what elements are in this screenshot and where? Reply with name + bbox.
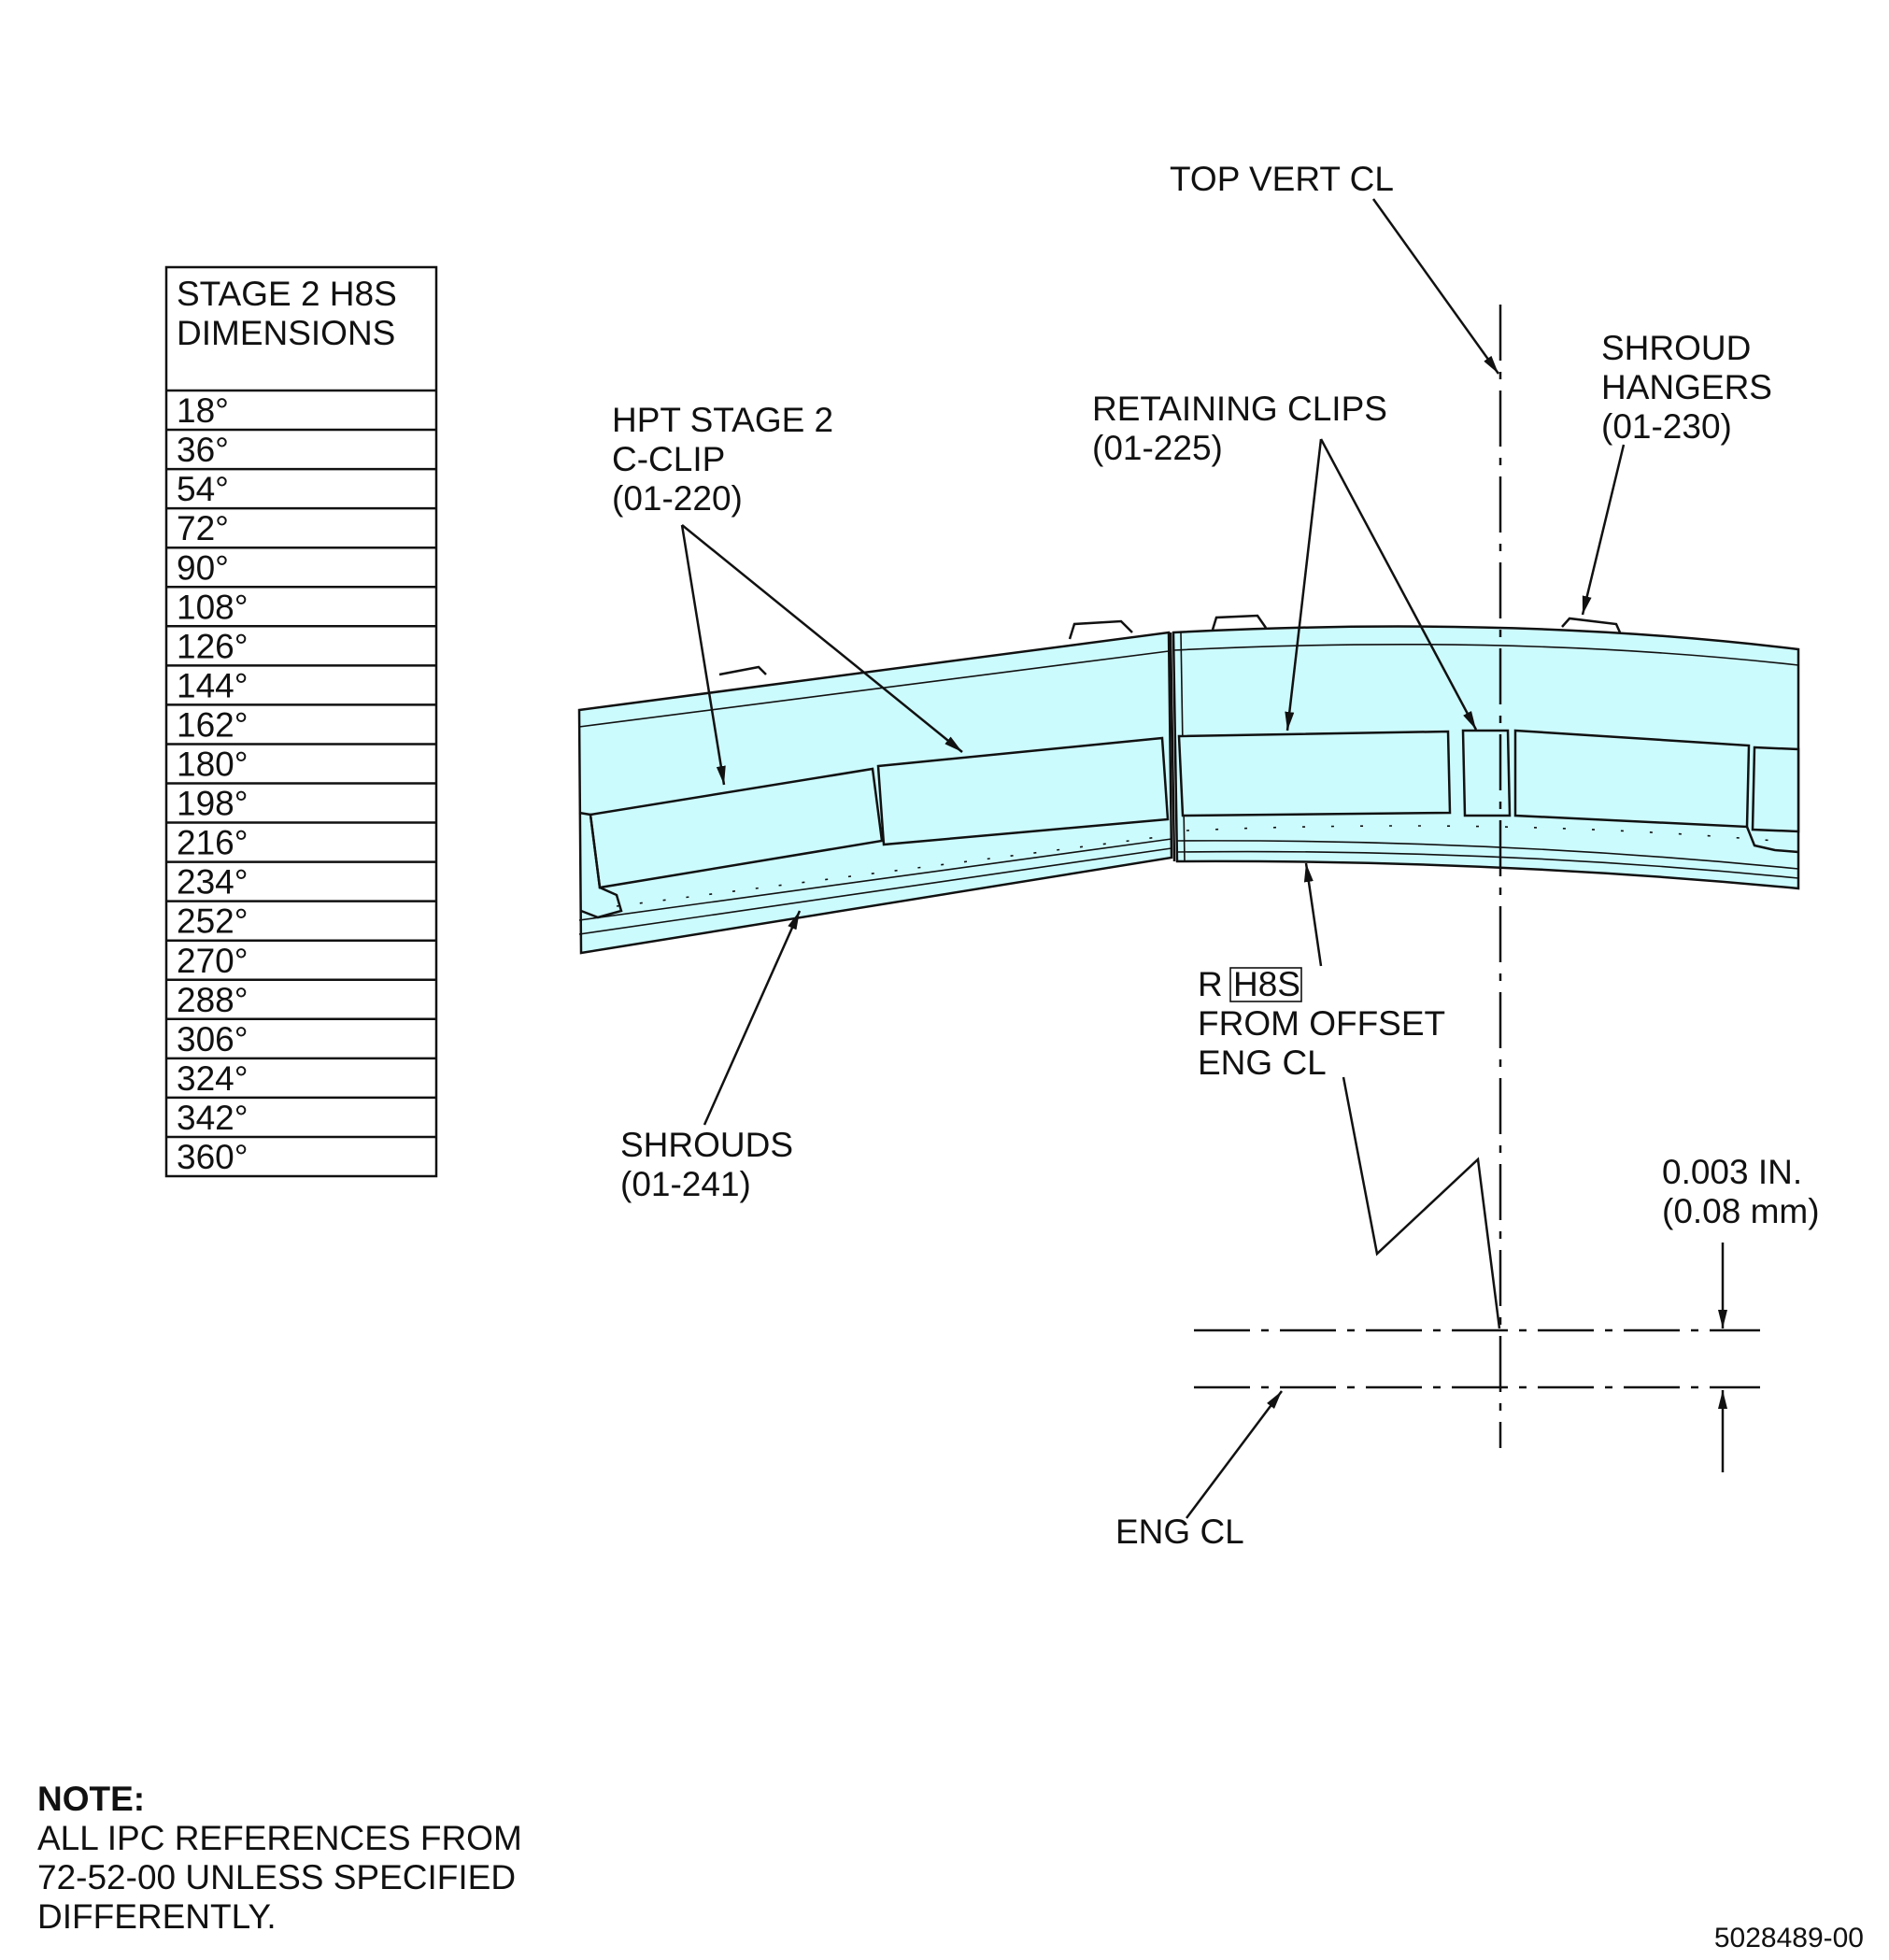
- label-eng-cl: ENG CL: [1115, 1513, 1244, 1551]
- dimensions-table: STAGE 2 H8S DIMENSIONS 18°36°54°72°90°10…: [164, 265, 438, 1178]
- label-radius-prefix: R: [1198, 965, 1223, 1003]
- radius-boxed-frame: [1229, 967, 1302, 1002]
- label-shroud-hangers-line3: (01-230): [1601, 407, 1732, 446]
- table-row: 270°: [177, 942, 249, 980]
- label-c-clip-line1: HPT STAGE 2: [612, 401, 833, 439]
- shroud-ring-assembly: [577, 614, 1800, 955]
- label-shrouds-line2: (01-241): [620, 1165, 751, 1203]
- inner-edge-line-4: [1176, 850, 1799, 879]
- note-title: NOTE:: [37, 1780, 145, 1818]
- hanger-bump-2: [1068, 619, 1133, 640]
- label-c-clip: HPT STAGE 2 C-CLIP (01-220): [612, 401, 833, 518]
- right-edge-detail: [1745, 826, 1799, 854]
- outer-edge-line-right: [1172, 643, 1799, 666]
- table-header-line1: STAGE 2 H8S: [177, 275, 397, 313]
- table-row: 198°: [177, 785, 249, 823]
- label-retaining-clips-line1: RETAINING CLIPS: [1092, 390, 1387, 428]
- label-c-clip-line3: (01-220): [612, 479, 743, 518]
- table-row: 162°: [177, 705, 249, 744]
- note-block: NOTE: ALL IPC REFERENCES FROM 72-52-00 U…: [37, 1780, 522, 1936]
- label-shroud-hangers: SHROUD HANGERS (01-230): [1601, 329, 1772, 446]
- table-row: 306°: [177, 1020, 249, 1058]
- leader-retaining-clip-2: [1319, 438, 1478, 731]
- table-row: 36°: [177, 431, 229, 469]
- label-top-vert-cl: TOP VERT CL: [1170, 160, 1394, 198]
- shroud-segment-4: [1461, 729, 1512, 817]
- inner-edge-line-3: [1176, 840, 1799, 870]
- table-row: 342°: [177, 1099, 249, 1137]
- label-offset-line1: 0.003 IN.: [1662, 1153, 1802, 1191]
- note-line3: DIFFERENTLY.: [37, 1897, 277, 1936]
- shroud-segment-6: [1751, 746, 1800, 833]
- segment-split-line: [1169, 632, 1176, 862]
- leader-top-vert-cl: [1371, 198, 1500, 375]
- table-row: 180°: [177, 746, 249, 784]
- table-row: 360°: [177, 1138, 249, 1176]
- label-radius-boxed: H8S: [1233, 965, 1300, 1003]
- label-offset: 0.003 IN. (0.08 mm): [1662, 1153, 1820, 1230]
- leader-retaining-clip-1: [1285, 438, 1323, 731]
- table-row: 144°: [177, 666, 249, 704]
- table-row: 18°: [177, 391, 229, 430]
- table-row: 288°: [177, 981, 249, 1019]
- hanger-bump-1: [718, 665, 767, 676]
- label-radius: R H8S FROM OFFSET ENG CL: [1198, 965, 1445, 1082]
- shroud-segment-5: [1513, 729, 1751, 829]
- table-row: 216°: [177, 824, 249, 862]
- shroud-segment-3: [1177, 730, 1452, 817]
- outer-edge-line: [578, 650, 1170, 728]
- label-radius-line2: FROM OFFSET: [1198, 1004, 1445, 1043]
- table-row: 324°: [177, 1059, 249, 1098]
- table-row: 234°: [177, 863, 249, 902]
- inner-edge-line-2: [578, 847, 1172, 935]
- table-row: 72°: [177, 509, 229, 547]
- table-row: 252°: [177, 902, 249, 941]
- table-row: 126°: [177, 627, 249, 665]
- label-shrouds: SHROUDS (01-241): [620, 1126, 793, 1203]
- label-shroud-hangers-line2: HANGERS: [1601, 368, 1772, 406]
- hanger-bump-4: [1561, 617, 1622, 633]
- label-offset-line2: (0.08 mm): [1662, 1192, 1820, 1230]
- radius-break-line: [1342, 1076, 1501, 1329]
- leader-c-clip-2: [681, 524, 963, 753]
- leader-c-clip-1: [680, 524, 726, 786]
- leader-eng-cl: [1186, 1390, 1283, 1519]
- table-header-line2: DIMENSIONS: [177, 314, 395, 352]
- shroud-segment-2: [876, 736, 1170, 846]
- note-line2: 72-52-00 UNLESS SPECIFIED: [37, 1858, 516, 1896]
- label-retaining-clips-line2: (01-225): [1092, 429, 1223, 467]
- hanger-bump-3: [1211, 614, 1268, 631]
- table-frame: [164, 265, 438, 1178]
- leader-shrouds: [703, 910, 802, 1126]
- leader-shroud-hangers: [1581, 444, 1626, 616]
- table-row: 54°: [177, 470, 229, 508]
- table-row: 90°: [177, 548, 229, 587]
- label-shroud-hangers-line1: SHROUD: [1601, 329, 1751, 367]
- leader-radius: [1303, 862, 1323, 967]
- left-edge-detail: [578, 811, 623, 919]
- label-c-clip-line2: C-CLIP: [612, 440, 725, 478]
- inner-edge-line-1: [578, 838, 1172, 921]
- label-shrouds-line1: SHROUDS: [620, 1126, 793, 1164]
- note-line1: ALL IPC REFERENCES FROM: [37, 1819, 522, 1857]
- table-row: 108°: [177, 588, 249, 626]
- table-rows: 18°36°54°72°90°108°126°144°162°180°198°2…: [166, 389, 436, 1176]
- label-retaining-clips: RETAINING CLIPS (01-225): [1092, 390, 1387, 467]
- figure-id: 5028489-00: [1714, 1923, 1864, 1953]
- label-radius-line3: ENG CL: [1198, 1044, 1327, 1082]
